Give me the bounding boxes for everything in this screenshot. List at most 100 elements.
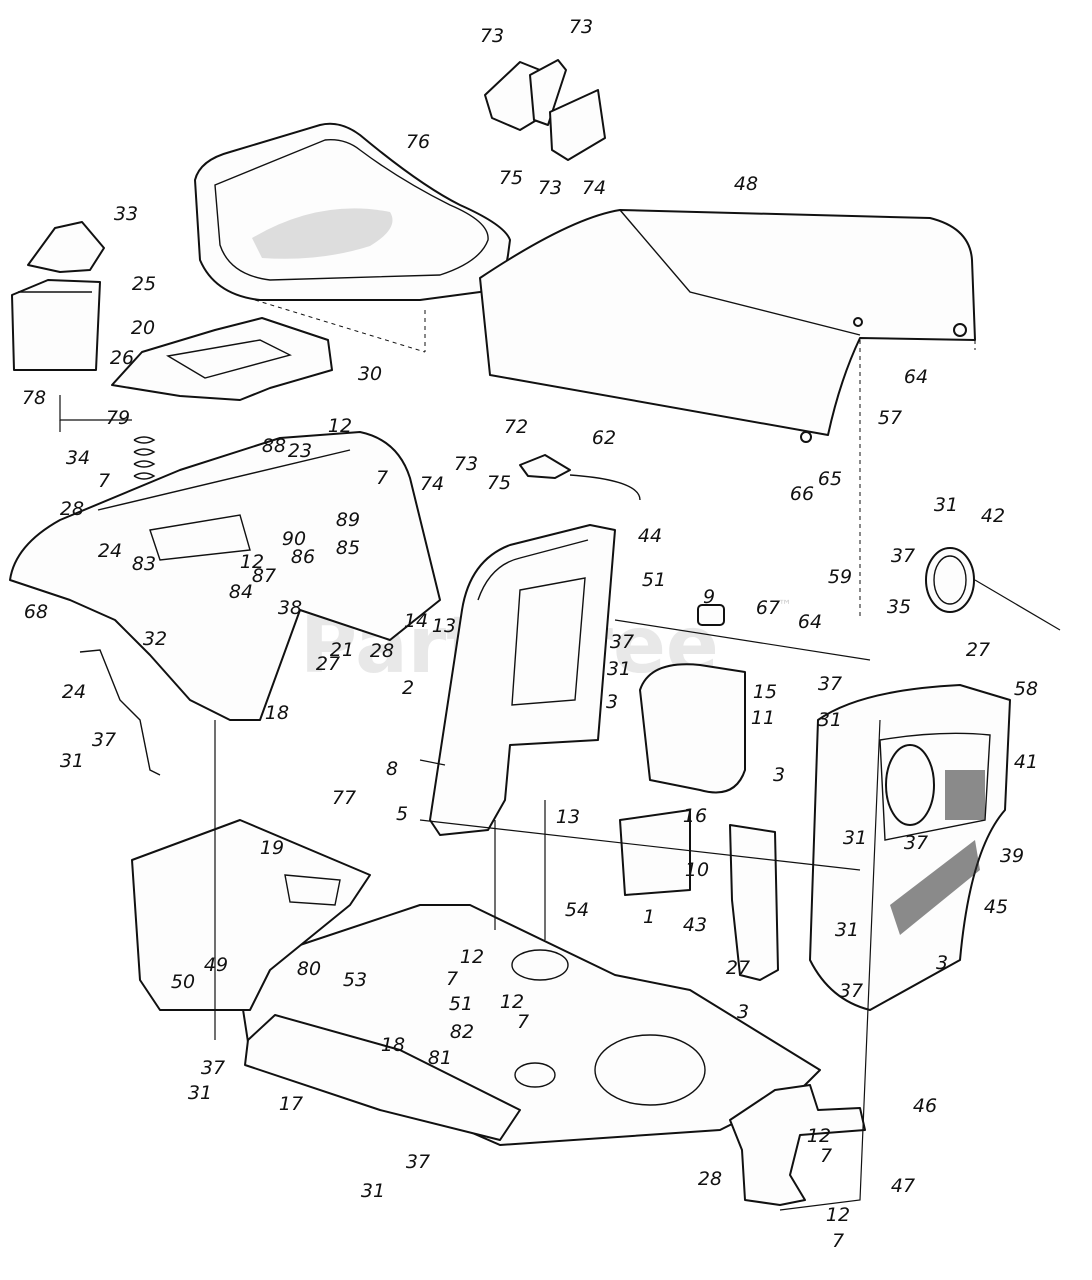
callout-57: 57 bbox=[878, 407, 902, 429]
callout-37d: 37 bbox=[92, 729, 116, 751]
callout-12e: 12 bbox=[807, 1125, 831, 1147]
callout-7d: 7 bbox=[517, 1011, 529, 1033]
callout-83: 83 bbox=[132, 553, 156, 575]
callout-7b: 7 bbox=[376, 467, 388, 489]
callout-12f: 12 bbox=[826, 1204, 850, 1226]
throttle-lever bbox=[519, 454, 641, 501]
callout-66: 66 bbox=[790, 483, 814, 505]
callout-31e: 31 bbox=[843, 827, 867, 849]
callout-27b: 27 bbox=[316, 653, 340, 675]
dash-panel bbox=[429, 524, 616, 836]
callout-64a: 64 bbox=[904, 366, 928, 388]
seat bbox=[194, 122, 511, 301]
front-grille bbox=[809, 684, 1011, 1011]
callout-35: 35 bbox=[887, 596, 911, 618]
callout-64b: 64 bbox=[798, 611, 822, 633]
callout-41: 41 bbox=[1014, 751, 1038, 773]
spring bbox=[133, 436, 156, 480]
callout-76: 76 bbox=[406, 131, 430, 153]
frame bbox=[239, 904, 821, 1146]
callout-7e: 7 bbox=[820, 1145, 832, 1167]
callout-7f: 7 bbox=[832, 1230, 844, 1252]
callout-10: 10 bbox=[685, 859, 709, 881]
callout-37g: 37 bbox=[201, 1057, 225, 1079]
callout-24b: 24 bbox=[62, 681, 86, 703]
rear-body bbox=[131, 819, 371, 1011]
callout-46: 46 bbox=[913, 1095, 937, 1117]
callout-74a: 74 bbox=[582, 177, 606, 199]
callout-45: 45 bbox=[984, 896, 1008, 918]
callout-31b: 31 bbox=[607, 658, 631, 680]
callout-2: 2 bbox=[402, 677, 414, 699]
callout-7c: 7 bbox=[446, 968, 458, 990]
callout-82: 82 bbox=[450, 1021, 474, 1043]
callout-13a: 13 bbox=[432, 615, 456, 637]
callout-84: 84 bbox=[229, 581, 253, 603]
callout-16: 16 bbox=[683, 805, 707, 827]
callout-28b: 28 bbox=[370, 640, 394, 662]
callout-28a: 28 bbox=[60, 498, 84, 520]
callout-67: 67 bbox=[756, 597, 780, 619]
callout-18a: 18 bbox=[265, 702, 289, 724]
callout-37a: 37 bbox=[891, 545, 915, 567]
callout-13b: 13 bbox=[556, 806, 580, 828]
rear-fender bbox=[9, 431, 441, 721]
callout-50: 50 bbox=[171, 971, 195, 993]
callout-31d: 31 bbox=[60, 750, 84, 772]
callout-51a: 51 bbox=[642, 569, 666, 591]
callout-5: 5 bbox=[396, 803, 408, 825]
callout-72: 72 bbox=[504, 416, 528, 438]
callout-90: 90 bbox=[282, 528, 306, 550]
seat-pan bbox=[111, 317, 333, 401]
callout-37c: 37 bbox=[818, 673, 842, 695]
callout-80: 80 bbox=[297, 958, 321, 980]
callout-89: 89 bbox=[336, 509, 360, 531]
callout-8: 8 bbox=[386, 758, 398, 780]
callout-31a: 31 bbox=[934, 494, 958, 516]
callout-32: 32 bbox=[143, 628, 167, 650]
height-adjust-plate bbox=[79, 649, 161, 776]
callout-31c: 31 bbox=[818, 709, 842, 731]
callout-38: 38 bbox=[278, 597, 302, 619]
callout-21: 21 bbox=[330, 639, 354, 661]
callout-37b: 37 bbox=[610, 631, 634, 653]
callout-9: 9 bbox=[703, 586, 715, 608]
callout-37h: 37 bbox=[406, 1151, 430, 1173]
assembly-lines bbox=[59, 299, 1061, 1211]
callout-62: 62 bbox=[592, 427, 616, 449]
callout-73c: 73 bbox=[538, 177, 562, 199]
seat-adjuster-bracket bbox=[484, 59, 606, 161]
callout-20: 20 bbox=[131, 317, 155, 339]
callout-31h: 31 bbox=[361, 1180, 385, 1202]
callout-27c: 27 bbox=[726, 957, 750, 979]
footrest bbox=[244, 1014, 521, 1141]
callout-51b: 51 bbox=[449, 993, 473, 1015]
callout-24a: 24 bbox=[98, 540, 122, 562]
callout-26: 26 bbox=[110, 347, 134, 369]
callout-17: 17 bbox=[279, 1093, 303, 1115]
callout-58: 58 bbox=[1014, 678, 1038, 700]
callout-11: 11 bbox=[751, 707, 775, 729]
callout-68: 68 bbox=[24, 601, 48, 623]
side-panel bbox=[729, 824, 779, 981]
watermark-trademark: ™ bbox=[778, 598, 792, 614]
callout-39: 39 bbox=[1000, 845, 1024, 867]
callout-53: 53 bbox=[343, 969, 367, 991]
front-axle-bracket bbox=[729, 1084, 866, 1206]
callout-73d: 73 bbox=[454, 453, 478, 475]
callout-3d: 3 bbox=[737, 1001, 749, 1023]
callout-12d: 12 bbox=[500, 991, 524, 1013]
callout-28c: 28 bbox=[698, 1168, 722, 1190]
callout-18b: 18 bbox=[381, 1034, 405, 1056]
callout-19: 19 bbox=[260, 837, 284, 859]
callout-59: 59 bbox=[828, 566, 852, 588]
callout-12c: 12 bbox=[460, 946, 484, 968]
callout-37e: 37 bbox=[904, 832, 928, 854]
callout-48: 48 bbox=[734, 173, 758, 195]
callout-81: 81 bbox=[428, 1047, 452, 1069]
callout-34: 34 bbox=[66, 447, 90, 469]
callout-42: 42 bbox=[981, 505, 1005, 527]
callout-3c: 3 bbox=[936, 952, 948, 974]
callout-78: 78 bbox=[22, 387, 46, 409]
